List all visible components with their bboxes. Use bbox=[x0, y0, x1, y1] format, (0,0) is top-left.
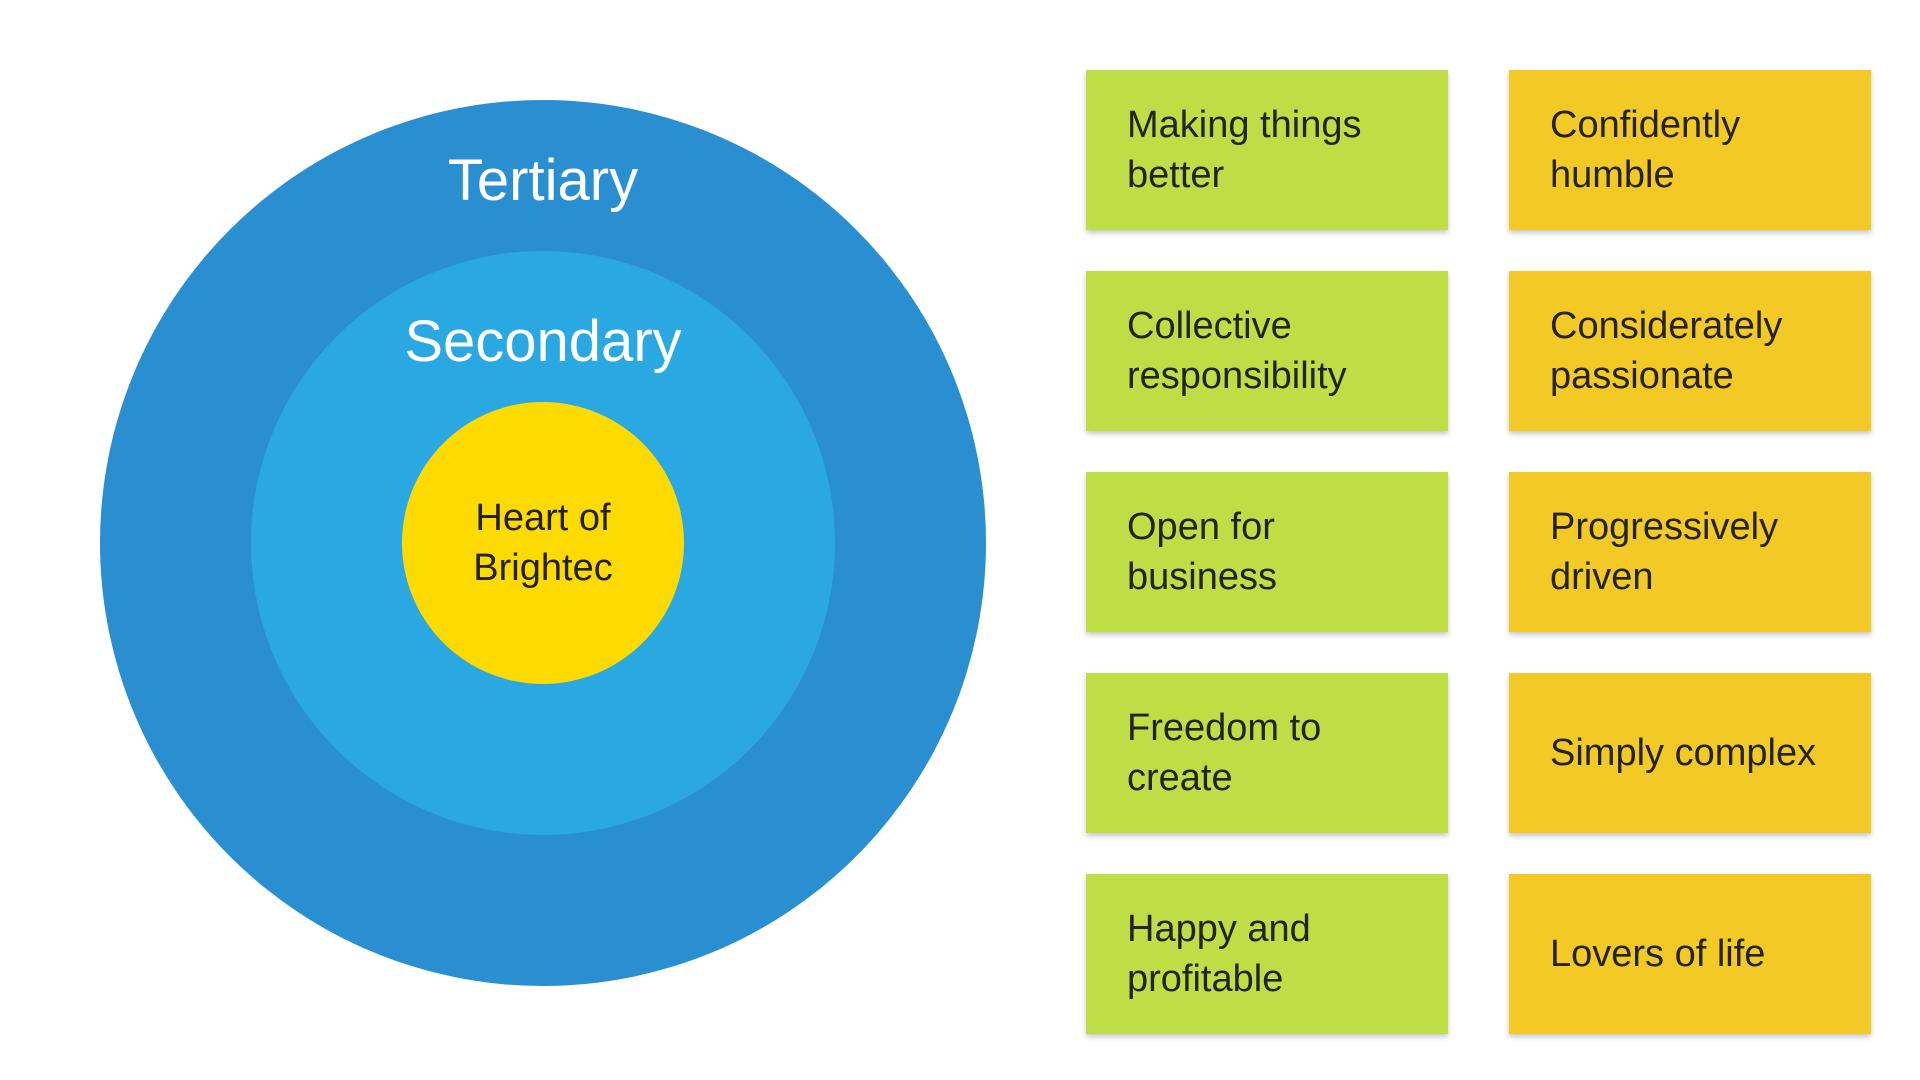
note-text: Progressively driven bbox=[1550, 506, 1779, 598]
core-label: Heart of Brightec bbox=[473, 497, 613, 589]
core-circle: Heart of Brightec bbox=[402, 402, 684, 684]
green-note: Open for business bbox=[1086, 472, 1448, 632]
note-text: Open for business bbox=[1127, 506, 1277, 598]
secondary-label: Secondary bbox=[404, 309, 682, 374]
note-text: Considerately passionate bbox=[1550, 305, 1783, 397]
note-text: Simply complex bbox=[1550, 732, 1817, 774]
note-text: Freedom to create bbox=[1127, 707, 1322, 799]
secondary-ring: Secondary bbox=[251, 251, 835, 835]
note-text: Collective responsibility bbox=[1127, 305, 1347, 397]
yellow-note: Lovers of life bbox=[1509, 874, 1871, 1034]
tertiary-label: Tertiary bbox=[447, 148, 639, 213]
green-note: Happy and profitable bbox=[1086, 874, 1448, 1034]
green-note: Making things better bbox=[1086, 70, 1448, 230]
green-note: Freedom to create bbox=[1086, 673, 1448, 833]
yellow-note: Confidently humble bbox=[1509, 70, 1871, 230]
green-note: Collective responsibility bbox=[1086, 271, 1448, 431]
note-text: Making things better bbox=[1127, 104, 1362, 196]
note-text: Confidently humble bbox=[1550, 104, 1741, 196]
yellow-note: Considerately passionate bbox=[1509, 271, 1871, 431]
yellow-note: Progressively driven bbox=[1509, 472, 1871, 632]
note-text: Lovers of life bbox=[1550, 933, 1766, 975]
yellow-note: Simply complex bbox=[1509, 673, 1871, 833]
note-text: Happy and profitable bbox=[1127, 908, 1311, 1000]
